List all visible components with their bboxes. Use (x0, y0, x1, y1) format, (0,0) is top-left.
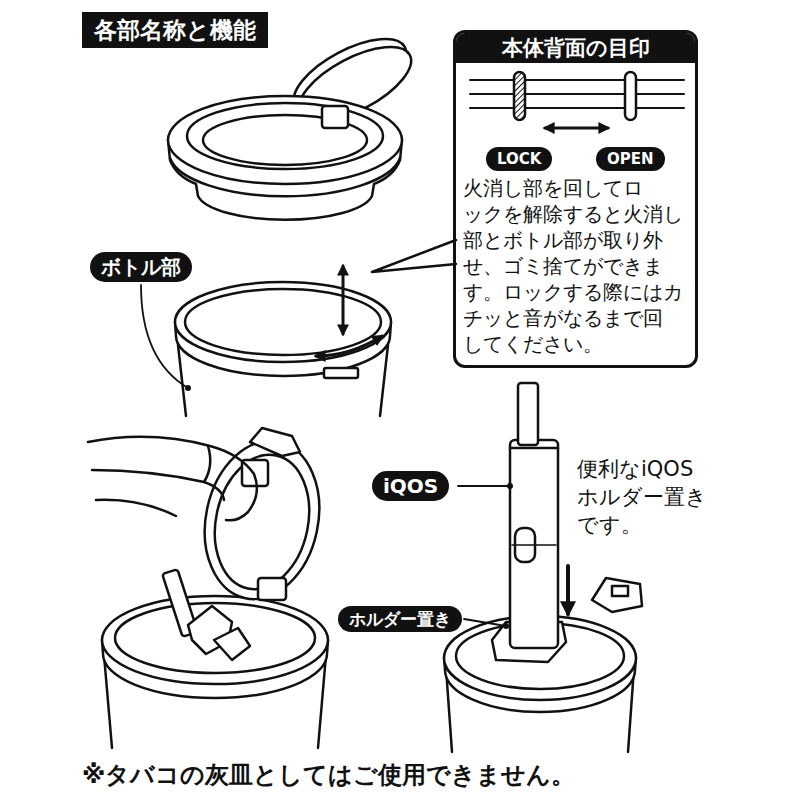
hand (88, 437, 257, 520)
pill-text: ボトル部 (101, 254, 181, 280)
leader-dot (507, 483, 513, 489)
iqos-device (510, 440, 558, 648)
label-pill: ボトル部 (90, 252, 192, 282)
leader-dot (503, 623, 509, 629)
note-wrap: 便利なiQOS ホルダー置き です。 (577, 455, 719, 539)
leader-line (141, 285, 188, 388)
pill-text: ホルダー置き (349, 608, 451, 630)
panel-heading: 本体背面の目印 (456, 33, 695, 63)
holder-cup (612, 586, 628, 596)
caption-wrap: ※タバコの灰皿としてはご使用できません。 (82, 760, 575, 790)
pill-text: OPEN (607, 149, 654, 169)
caption-note: ※タバコの灰皿としてはご使用できません。 (82, 760, 575, 790)
callout-panel: 本体背面の目印火消し部を回してロ ックを解除すると火消し 部とボトル部が取り外 … (453, 30, 698, 368)
open-lid (250, 428, 300, 456)
back-marks (514, 72, 525, 120)
panel-body-text: 火消し部を回してロ ックを解除すると火消し 部とボトル部が取り外 せ、ゴミ捨てが… (463, 175, 695, 357)
label-pill: OPEN (596, 147, 665, 171)
iqos-device (510, 447, 558, 450)
pill-text: LOCK (497, 149, 541, 169)
holder-cup (592, 578, 642, 612)
hand (204, 446, 210, 482)
leader-dot (185, 385, 513, 629)
back-marks (470, 80, 684, 108)
note-label: 便利なiQOS ホルダー置き です。 (577, 455, 719, 539)
lid-part (322, 106, 348, 128)
ashtray-cup (214, 628, 250, 660)
open-lid (191, 428, 334, 610)
open-lid (203, 446, 321, 598)
leader-line (464, 619, 506, 626)
back-marks (545, 127, 608, 130)
ashtray-cup (102, 596, 328, 684)
back-marks (625, 72, 636, 120)
leader-dot (185, 385, 191, 391)
motion-arrow (342, 266, 345, 334)
iqos-device (510, 383, 558, 648)
callout-tail (372, 240, 456, 272)
label-pill: ホルダー置き (338, 606, 462, 632)
insert-arrow (567, 566, 570, 614)
bottle-part (175, 282, 391, 362)
hand (92, 470, 224, 500)
lid-part (168, 24, 422, 220)
open-lid (191, 430, 334, 610)
lid-part (168, 96, 402, 184)
lid-part (187, 103, 383, 169)
open-lid (258, 578, 286, 600)
ashtray-cup (102, 569, 328, 748)
label-pill: LOCK (486, 147, 552, 171)
back-marks (470, 72, 684, 128)
insert-arrow (566, 566, 570, 614)
bottle-part (175, 282, 391, 416)
iqos-device (518, 383, 538, 445)
ashtray-cup (115, 603, 315, 673)
product-illustration (88, 24, 684, 752)
motion-arrow (316, 336, 382, 356)
pill-text: iQOS (383, 473, 438, 499)
label-pill: iQOS (372, 471, 449, 501)
motion-arrow (316, 266, 382, 356)
callout-tail (372, 240, 456, 272)
bottle-part (185, 289, 381, 355)
iqos-device (512, 544, 556, 546)
hand (88, 437, 257, 520)
leader-line (458, 485, 510, 487)
hand (96, 500, 176, 516)
bottle-part (324, 368, 358, 378)
title-wrap: 各部名称と機能 (82, 12, 268, 48)
title-heading: 各部名称と機能 (82, 12, 268, 48)
